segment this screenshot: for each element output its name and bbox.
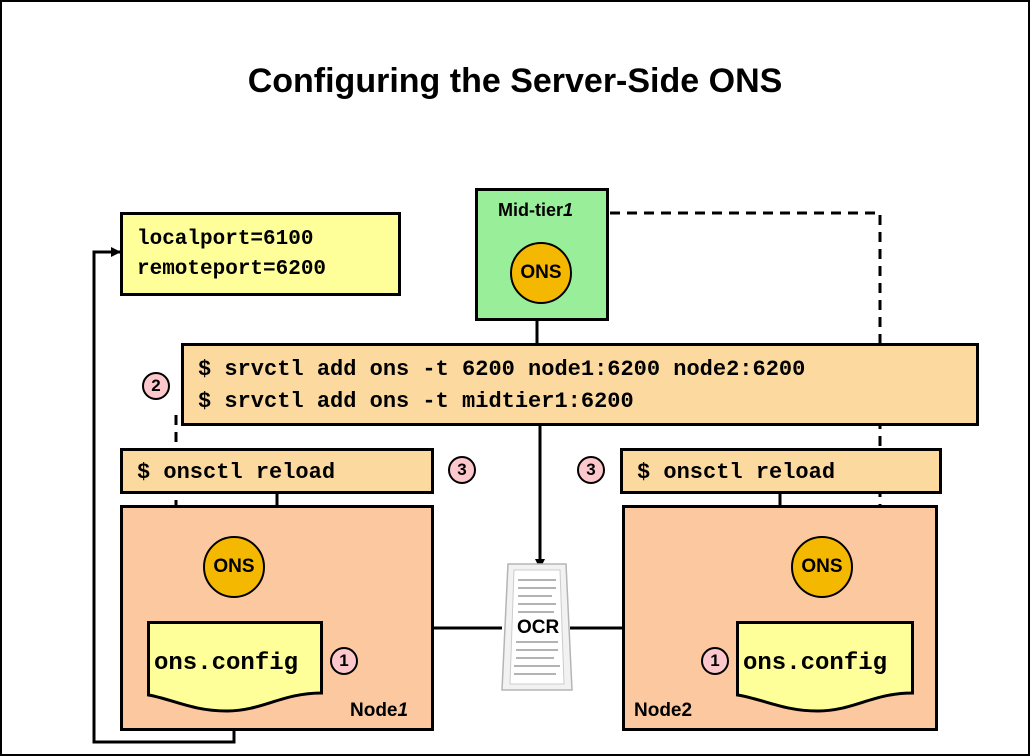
- step-3-badge-node2: 3: [577, 456, 605, 484]
- port-config-box: localport=6100 remoteport=6200: [120, 212, 401, 296]
- step-2-badge: 2: [142, 372, 170, 400]
- midtier-box: Mid-tier1 ONS: [475, 188, 609, 321]
- node1-reload-text: $ onsctl reload: [137, 460, 336, 485]
- node1-config-file: ons.config: [154, 650, 299, 677]
- node1-label: Node1: [350, 700, 409, 721]
- node2-label: Node2: [634, 700, 693, 721]
- remoteport-text: remoteport=6200: [137, 258, 327, 281]
- midtier-ons-circle: ONS: [510, 242, 572, 304]
- node1-reload-box: $ onsctl reload: [120, 448, 434, 494]
- config-to-ports-arrow: [92, 247, 236, 744]
- step-1-badge-node1: 1: [330, 647, 358, 675]
- srvctl-command-2: $ srvctl add ons -t midtier1:6200: [198, 389, 634, 414]
- srvctl-command-1: $ srvctl add ons -t 6200 node1:6200 node…: [198, 357, 806, 382]
- node2-config-file: ons.config: [743, 650, 888, 677]
- srvctl-command-box: $ srvctl add ons -t 6200 node1:6200 node…: [181, 343, 979, 426]
- localport-text: localport=6100: [137, 228, 314, 251]
- ocr-label: OCR: [515, 617, 562, 639]
- step-1-badge-node2: 1: [701, 647, 729, 675]
- node2-config-document: [736, 621, 914, 713]
- node1-config-document: [147, 621, 323, 713]
- node1-ons-circle: ONS: [203, 536, 265, 598]
- page-title: Configuring the Server-Side ONS: [247, 62, 783, 100]
- midtier-label: Mid-tier1: [498, 200, 574, 220]
- node2-reload-text: $ onsctl reload: [637, 460, 836, 485]
- node2-ons-circle: ONS: [791, 536, 853, 598]
- node2-reload-box: $ onsctl reload: [620, 448, 942, 494]
- step-3-badge-node1: 3: [448, 456, 476, 484]
